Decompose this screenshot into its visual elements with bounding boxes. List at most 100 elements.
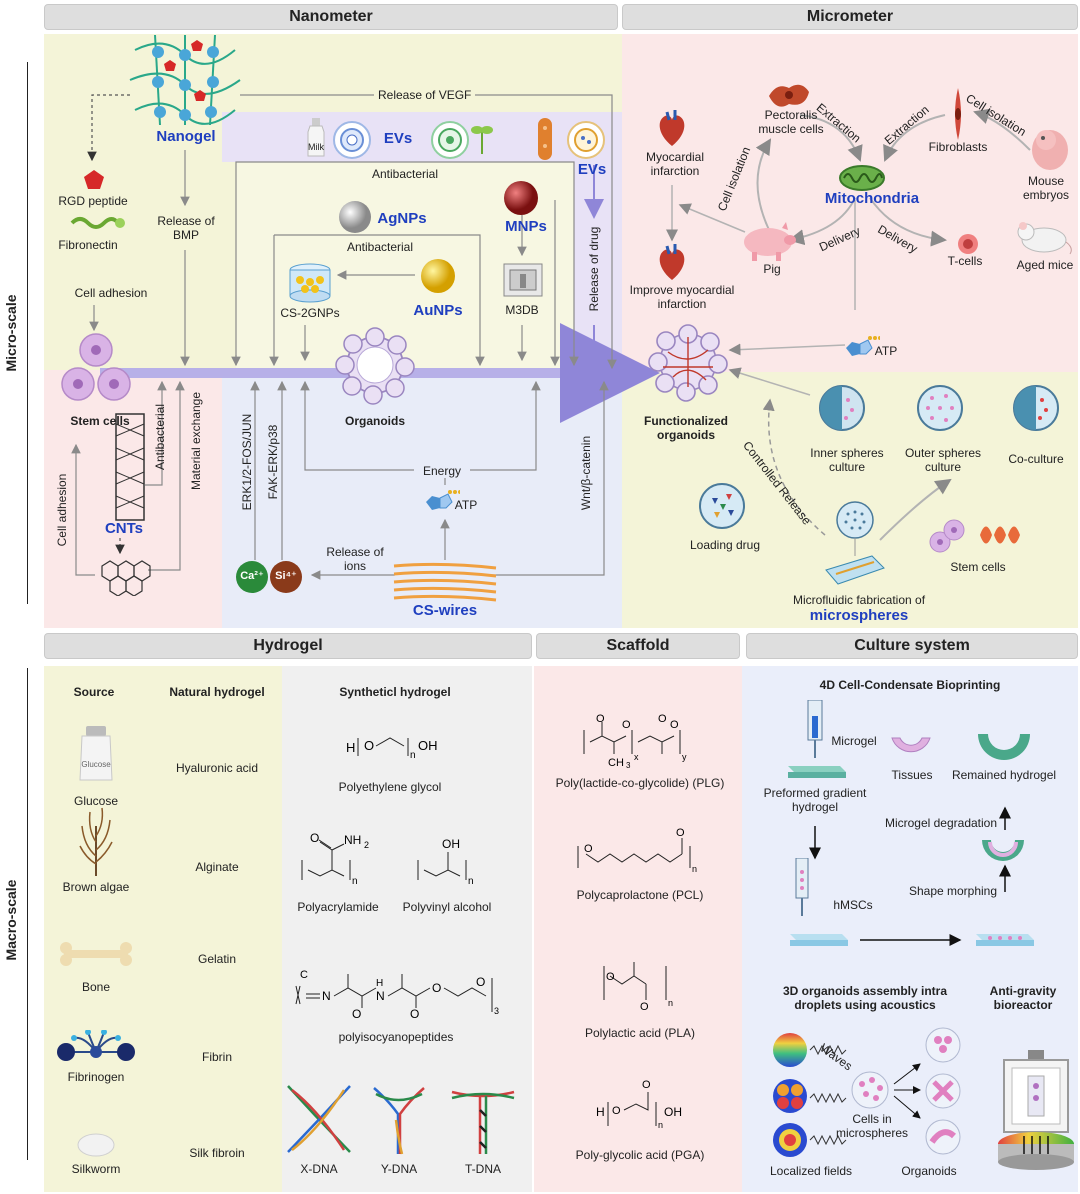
svg-text:CH: CH	[608, 757, 624, 768]
scaffold-bg	[534, 666, 742, 1192]
pcl-structure: OOn	[577, 827, 697, 874]
svg-text:O: O	[640, 1001, 649, 1012]
agnps-sphere-icon	[339, 201, 371, 233]
svg-text:N: N	[322, 989, 331, 1003]
culture-flow-arrows	[809, 806, 1011, 946]
svg-text:n: n	[658, 1120, 663, 1130]
synthetic-hydrogel-header: Syntheticl hydrogel	[339, 685, 451, 699]
source-brown-algae: Brown algae	[62, 880, 130, 894]
ev-vesicle-icon-1	[333, 121, 371, 159]
remained-hydrogel-label: Remained hydrogel	[951, 768, 1057, 782]
y-dna-icon	[373, 1087, 425, 1155]
polyacrylamide-label: Polyacrylamide	[297, 900, 379, 914]
atp-molecule-icon-1	[426, 490, 460, 510]
mitochondria-label: Mitochondria	[824, 190, 920, 207]
stem-cells-icon-2	[929, 519, 1020, 553]
bacteria-icon	[538, 118, 552, 160]
microgel-label: Microgel	[831, 734, 877, 748]
milk-bottle-icon	[307, 118, 325, 157]
slab-icon-1	[790, 934, 848, 946]
evs-label-1: EVs	[383, 130, 413, 147]
pva-label: Polyvinyl alcohol	[402, 900, 492, 914]
outer-sphere-icon	[917, 385, 963, 431]
fibronectin-label: Fibronectin	[58, 238, 118, 252]
x-dna-label: X-DNA	[300, 1162, 338, 1176]
macro-scale-bracket	[27, 668, 28, 1160]
cs-wires-label: CS-wires	[412, 602, 478, 619]
natural-hydrogel-header: Natural hydrogel	[169, 685, 265, 699]
svg-text:N: N	[376, 989, 385, 1003]
anti-gravity-bioreactor-icon	[998, 1050, 1074, 1170]
natural-alginate: Alginate	[195, 860, 239, 874]
m3db-label: M3DB	[505, 303, 539, 317]
tissues-arc-icon	[891, 737, 931, 753]
calcium-ion-label: Ca²⁺	[240, 570, 264, 582]
material-exchange-label: Material exchange	[189, 391, 203, 491]
heart-icon-2	[659, 244, 685, 280]
mouse-embryo-icon	[1032, 130, 1068, 170]
svg-text:OH: OH	[664, 1105, 682, 1119]
aunps-label: AuNPs	[413, 302, 463, 319]
pig-label: Pig	[763, 262, 781, 276]
coculture-sphere-icon	[1013, 385, 1059, 431]
svg-text:O: O	[670, 719, 679, 731]
organoid-type-icon-3	[925, 1119, 961, 1155]
hmscs-label: hMSCs	[833, 898, 873, 912]
micro-scale-bracket	[27, 62, 28, 604]
micrometer-upper-bg	[622, 34, 1078, 372]
localized-field-icon-2	[773, 1079, 807, 1113]
title-4d-bioprinting: 4D Cell-Condensate Bioprinting	[819, 678, 1001, 692]
header-culture-system: Culture system	[746, 633, 1078, 659]
svg-text:n: n	[668, 998, 673, 1008]
functionalized-organoid-icon	[648, 324, 728, 402]
release-drug-label: Release of drug	[587, 226, 601, 312]
silicon-ion-icon	[270, 561, 302, 593]
energy-label: Energy	[414, 464, 470, 478]
loading-drug-sphere-icon	[699, 483, 745, 529]
svg-text:H: H	[376, 978, 383, 989]
organoid-type-icon-2	[925, 1073, 961, 1109]
svg-text:O: O	[310, 831, 319, 845]
cnts-label: CNTs	[104, 520, 144, 537]
wnt-label: Wnt/β-catenin	[579, 435, 593, 511]
svg-text:H: H	[596, 1105, 605, 1119]
organoid-type-icon-1	[925, 1027, 961, 1063]
source-glucose: Glucose	[73, 794, 119, 808]
stem-cells-label-2: Stem cells	[950, 560, 1006, 574]
localized-field-icon-1	[773, 1033, 807, 1067]
erk-label: ERK1/2-FOS/JUN	[240, 413, 254, 511]
aged-mice-label: Aged mice	[1016, 258, 1074, 272]
brown-algae-icon	[79, 807, 113, 876]
pga-label: Poly-glycolic acid (PGA)	[575, 1148, 705, 1162]
pectoralis-cell-icon	[769, 84, 809, 107]
svg-text:O: O	[596, 713, 605, 725]
pic-label: polyisocyanopeptides	[338, 1030, 454, 1044]
source-fibrinogen: Fibrinogen	[67, 1070, 125, 1084]
cs2gnps-label: CS-2GNPs	[280, 306, 340, 320]
release-bmp-label: Release of BMP	[150, 214, 222, 242]
svg-text:O: O	[676, 827, 685, 839]
fibronectin-icon	[70, 217, 125, 229]
svg-text:OH: OH	[418, 738, 438, 753]
plg-label: Poly(lactide-co-glycolide) (PLG)	[555, 776, 725, 790]
t-dna-icon	[451, 1090, 515, 1154]
svg-text:O: O	[606, 971, 615, 983]
t-dna-label: T-DNA	[465, 1162, 501, 1176]
localized-field-icon-3	[773, 1123, 807, 1157]
cell-adhesion-label-2: Cell adhesion	[55, 473, 69, 547]
natural-hyaluronic-acid: Hyaluronic acid	[175, 761, 259, 775]
header-scaffold: Scaffold	[536, 633, 740, 659]
inner-spheres-label: Inner spheres culture	[810, 446, 884, 474]
pig-icon	[744, 222, 796, 261]
stem-cells-icon	[61, 333, 131, 401]
aged-mouse-icon	[1017, 222, 1072, 255]
microfluidic-label: Microfluidic fabrication of	[792, 593, 926, 607]
cells-in-microspheres-label: Cells in microspheres	[835, 1112, 909, 1140]
mnps-sphere-icon	[504, 181, 538, 215]
agnps-label: AgNPs	[377, 210, 427, 227]
rgd-peptide-icon	[84, 170, 104, 189]
